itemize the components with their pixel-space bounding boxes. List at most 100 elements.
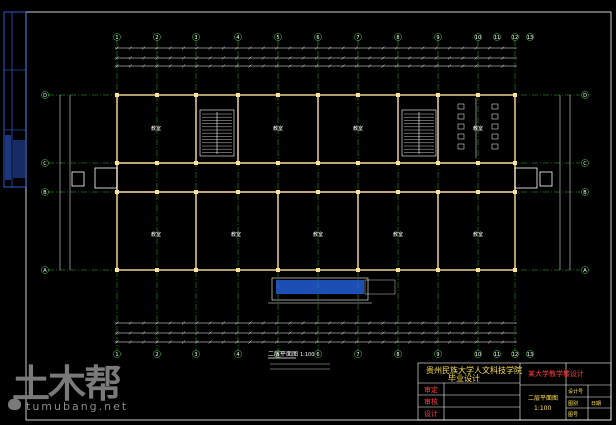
dim-tick	[248, 64, 252, 68]
plan-title-block: 二层平面图 1:100	[268, 351, 330, 370]
column	[356, 190, 360, 194]
grid-label-bottom: 10	[475, 352, 481, 358]
dim-tick	[447, 56, 452, 60]
grid-bubble-top	[526, 33, 534, 41]
dim-tick	[434, 64, 438, 68]
grid-label-bottom: 9	[436, 352, 439, 358]
title-field-1: 设计号	[568, 388, 583, 395]
entrance-canopy	[268, 277, 396, 304]
grid-label-bottom: 1	[115, 352, 118, 358]
dim-tick	[235, 56, 239, 60]
dim-tick	[447, 46, 452, 50]
dim-tick	[301, 46, 305, 50]
title-project-line2: 毕业设计	[448, 373, 480, 383]
dim-tick	[381, 331, 385, 335]
dim-tick	[368, 56, 372, 60]
room-label: 教室	[473, 125, 483, 132]
dim-tick	[354, 340, 359, 344]
horizontal-grid-lines	[48, 94, 580, 271]
grid-label-bottom: 13	[527, 352, 533, 358]
column	[276, 190, 280, 194]
grid-bubble-bottom	[526, 350, 534, 358]
dim-tick	[407, 340, 412, 344]
dim-tick	[221, 340, 226, 344]
dim-tick	[501, 340, 505, 344]
toilet	[457, 103, 465, 110]
dim-tick	[301, 340, 305, 344]
dim-tick	[248, 331, 252, 335]
room-label: 教室	[393, 231, 403, 238]
dim-tick	[381, 56, 385, 60]
dim-tick	[474, 321, 478, 325]
grid-bubble-top	[511, 33, 519, 41]
watermark-url: tumubang.net	[26, 400, 128, 413]
dim-tick	[168, 56, 172, 60]
dim-tick	[208, 321, 212, 325]
dim-tick	[195, 56, 199, 60]
grid-label-top: 1	[115, 35, 118, 41]
column	[476, 268, 480, 272]
dim-tick	[328, 56, 332, 60]
dim-tick	[141, 56, 146, 60]
grid-bubble-left	[41, 91, 49, 99]
dim-tick	[501, 46, 505, 50]
dim-tick	[274, 331, 279, 335]
dim-tick	[221, 321, 226, 325]
room-label: 教室	[313, 231, 323, 238]
structural-columns	[115, 93, 517, 272]
toilet	[491, 133, 499, 140]
dim-tick	[141, 64, 146, 68]
dim-tick	[195, 321, 199, 325]
column	[115, 268, 119, 272]
column	[476, 161, 480, 165]
column	[396, 161, 400, 165]
dim-tick	[381, 46, 385, 50]
dim-tick	[407, 46, 412, 50]
grid-label-top: 5	[276, 35, 279, 41]
grid-bubble-bottom	[113, 350, 121, 358]
column	[236, 161, 240, 165]
dim-tick	[354, 321, 359, 325]
title-drawing-name: 二层平面图	[528, 395, 558, 402]
dim-tick	[128, 331, 132, 335]
column	[316, 268, 320, 272]
dim-tick	[474, 331, 478, 335]
column	[276, 161, 280, 165]
dim-tick	[314, 64, 319, 68]
grid-bubble-top	[274, 33, 282, 41]
dim-tick	[407, 321, 412, 325]
dim-tick	[407, 331, 412, 335]
dim-tick	[195, 331, 199, 335]
dim-tick	[301, 321, 305, 325]
grid-label-right: C	[583, 161, 587, 167]
column	[194, 268, 198, 272]
dim-tick	[447, 64, 452, 68]
vertical-grid-lines	[116, 40, 516, 350]
dim-tick	[474, 56, 478, 60]
column	[155, 190, 159, 194]
grid-label-top: 3	[194, 35, 197, 41]
toilet	[491, 123, 499, 130]
dim-tick	[394, 331, 398, 335]
grid-label-right: B	[583, 190, 587, 196]
dim-tick	[155, 331, 159, 335]
dim-tick	[248, 56, 252, 60]
binding-strip	[3, 11, 27, 188]
dim-tick	[274, 64, 279, 68]
dim-tick	[447, 340, 452, 344]
dim-tick	[487, 340, 492, 344]
grid-bubble-left	[41, 188, 49, 196]
grid-label-top: 7	[356, 35, 359, 41]
dim-tick	[115, 331, 119, 335]
dim-tick	[141, 331, 146, 335]
dim-tick	[354, 331, 359, 335]
dim-tick	[341, 46, 345, 50]
dim-tick	[501, 331, 505, 335]
dim-tick	[421, 46, 425, 50]
grid-bubble-top	[493, 33, 501, 41]
column	[436, 161, 440, 165]
dim-tick	[261, 321, 265, 325]
dim-tick	[421, 331, 425, 335]
column	[513, 93, 517, 97]
